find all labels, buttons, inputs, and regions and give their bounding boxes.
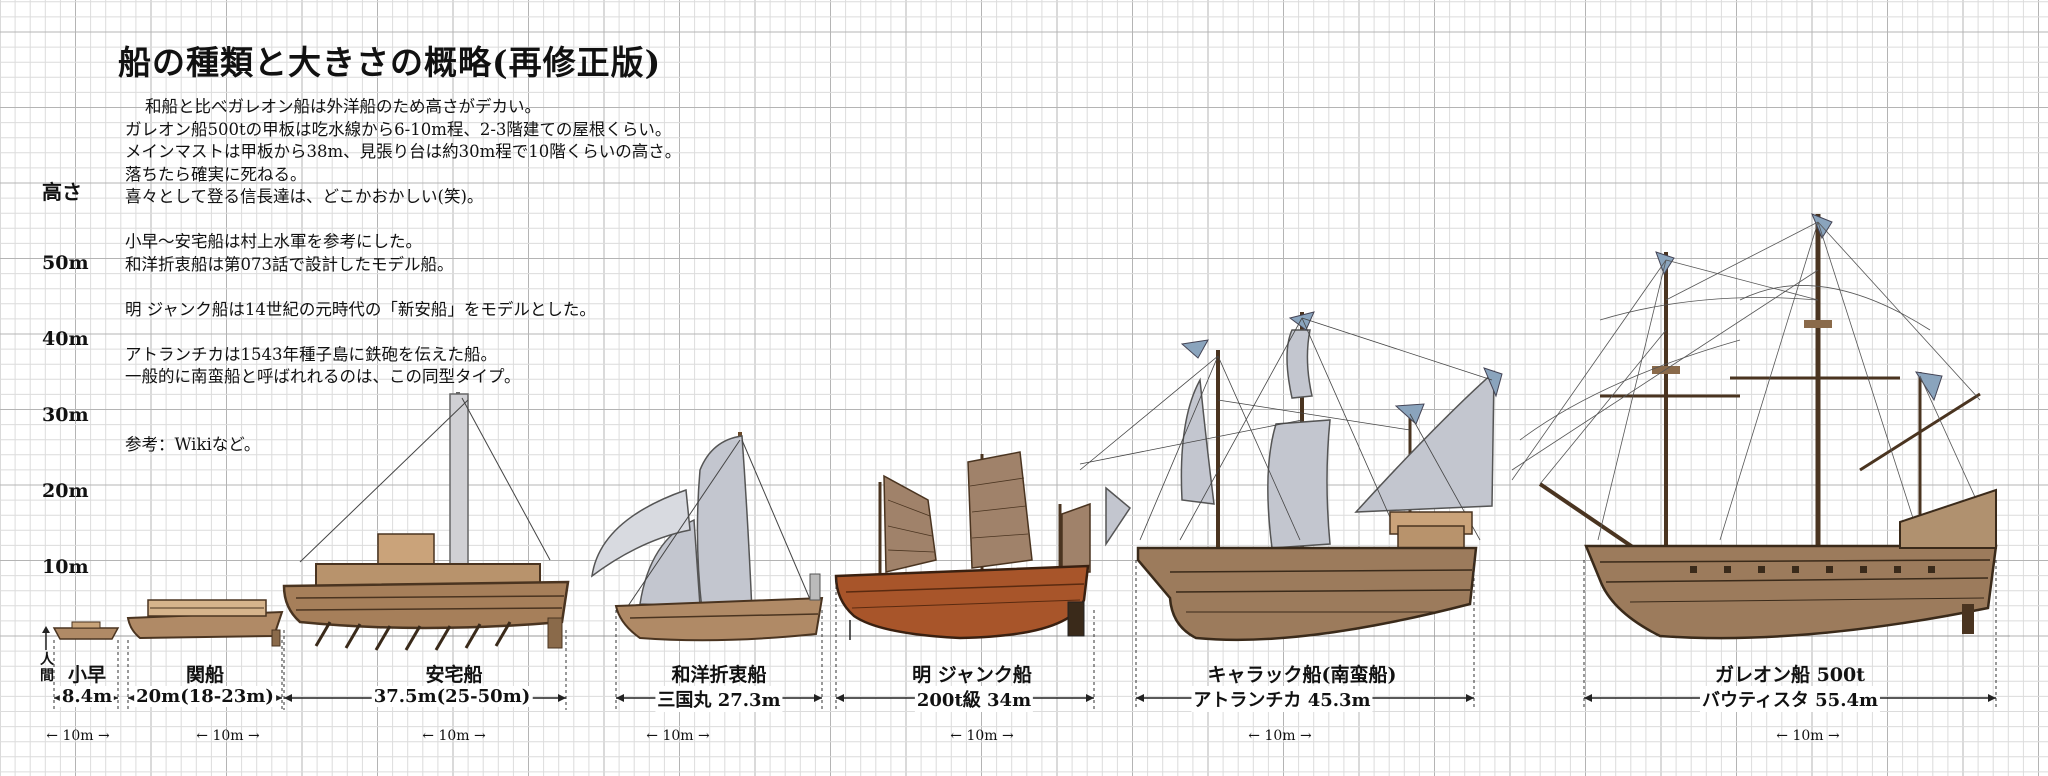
note-line: 落ちたら確実に死ねる。 (125, 164, 307, 184)
ship-name-atakebune: 安宅船 (425, 664, 483, 686)
y-axis-label-10m: 10m (42, 556, 89, 578)
note-line (125, 276, 681, 299)
note-line: 参考：Wikiなど。 (125, 434, 261, 454)
carrack-illustration (1079, 311, 1503, 642)
scale-marker: ← 10m → (196, 728, 260, 744)
atakebune-illustration (282, 392, 570, 651)
y-axis-title: 高さ (42, 180, 82, 204)
ship-size-galleon: バウティスタ 55.4m (1699, 686, 1881, 712)
galleon-illustration (1511, 213, 1998, 640)
note-line: ガレオン船500tの甲板は吃水線から6-10m程、2-3階建ての屋根くらい。 (125, 119, 672, 139)
y-axis-label-50m: 50m (42, 252, 89, 274)
note-line: 小早～安宅船は村上水軍を参考にした。 (125, 232, 422, 251)
scale-marker: ← 10m → (46, 728, 110, 744)
sekibune-illustration (126, 599, 284, 647)
note-line (125, 389, 681, 412)
scale-marker: ← 10m → (1776, 728, 1840, 744)
notes-block: 和船と比べガレオン船は外洋船のため高さがデカい。 ガレオン船500tの甲板は吃水… (125, 96, 681, 456)
ship-size-kobaya: 8.4m (59, 686, 115, 707)
ship-name-kobaya: 小早 (67, 664, 107, 686)
y-axis-label-30m: 30m (42, 404, 89, 426)
scale-marker: ← 10m → (1248, 728, 1312, 744)
note-line (125, 411, 681, 434)
ship-size-atakebune: 37.5m(25-50m) (371, 686, 533, 707)
ship-size-carrack: アトランチカ 45.3m (1191, 686, 1373, 712)
junk-ship-illustration (834, 451, 1091, 640)
y-axis-label-20m: 20m (42, 480, 89, 502)
scale-marker: ← 10m → (646, 728, 710, 744)
ship-name-galleon: ガレオン船 500t (1714, 664, 1866, 686)
note-line: アトランチカは1543年種子島に鉄砲を伝えた船。 (125, 344, 497, 364)
note-line (125, 321, 681, 344)
page-title: 船の種類と大きさの概略(再修正版) (118, 43, 662, 82)
ship-name-carrack: キャラック船(南蛮船) (1207, 664, 1397, 686)
person-height-label: 人間 (40, 652, 54, 684)
note-line: 和船と比べガレオン船は外洋船のため高さがデカい。 (145, 97, 541, 116)
ship-size-sekibune: 20m(18-23m) (134, 686, 276, 707)
note-line: 明 ジャンク船は14世紀の元時代の「新安船」をモデルとした。 (125, 299, 596, 319)
ship-name-sekibune: 関船 (185, 664, 225, 686)
scale-marker: ← 10m → (422, 728, 486, 744)
note-line (125, 209, 681, 232)
dimension-guides (53, 560, 1997, 710)
wayo-secchu-ship-illustration (591, 432, 824, 642)
ship-size-wayo-secchu: 三国丸 27.3m (655, 686, 783, 712)
note-line: メインマストは甲板から38m、見張り台は約30m程で10階くらいの高さ。 (125, 142, 682, 161)
scale-marker: ← 10m → (950, 728, 1014, 744)
ship-name-junk: 明 ジャンク船 (912, 664, 1032, 686)
y-axis-label-40m: 40m (42, 328, 89, 350)
note-line: 喜々として登る信長達は、どこかおかしい(笑)。 (125, 187, 484, 206)
ship-size-junk: 200t級 34m (914, 686, 1034, 712)
ship-name-wayo-secchu: 和洋折衷船 (671, 664, 767, 686)
note-line: 和洋折衷船は第073話で設計したモデル船。 (125, 254, 454, 274)
note-line: 一般的に南蛮船と呼ばれれるのは、この同型タイプ。 (125, 367, 521, 386)
kobaya-illustration (52, 621, 120, 640)
